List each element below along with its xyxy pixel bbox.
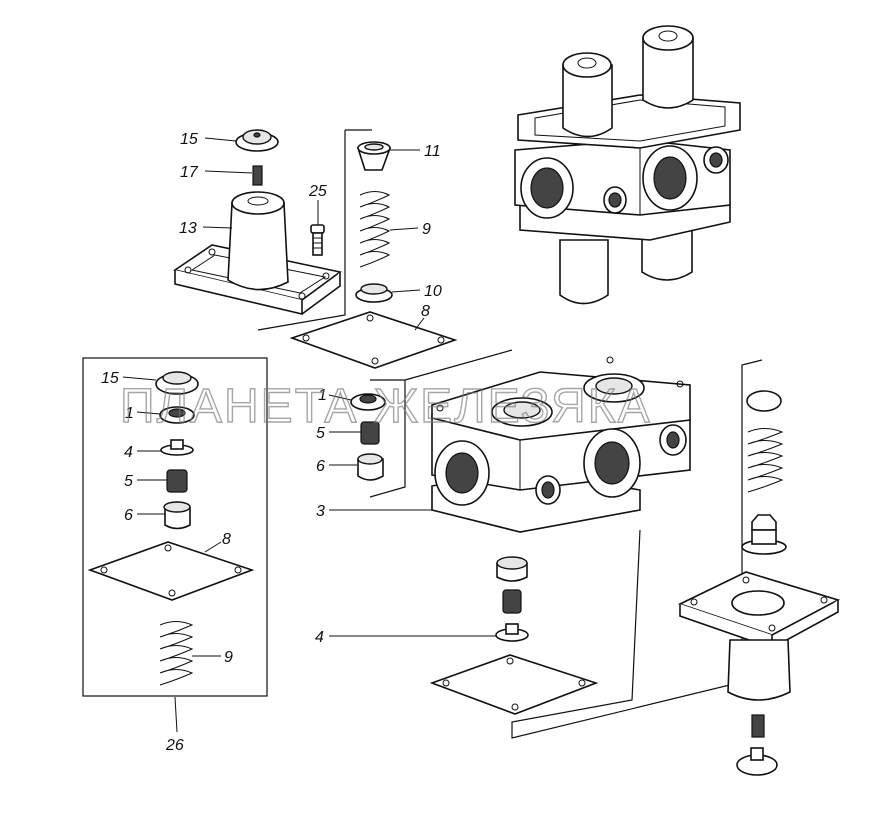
callout-15-top: 15 xyxy=(180,131,198,148)
part-spring-small-bottom xyxy=(502,589,522,614)
part-4-washer-left xyxy=(160,439,194,456)
callout-1-left: 1 xyxy=(125,405,134,422)
part-9-spring-top xyxy=(359,191,391,268)
kit-box-26 xyxy=(82,357,268,697)
callout-26: 26 xyxy=(165,737,184,754)
part-4-washer-bottom xyxy=(495,623,529,642)
part-15-cap-top xyxy=(235,129,279,152)
part-piston-bottom xyxy=(496,556,528,582)
callout-8-left: 8 xyxy=(222,531,231,548)
part-seal-right xyxy=(746,390,782,412)
callout-17: 17 xyxy=(180,164,199,181)
callout-3: 3 xyxy=(316,503,325,520)
part-spring-right xyxy=(747,428,784,493)
bracket-top-group xyxy=(257,129,372,331)
bracket-bottom-group xyxy=(511,359,763,739)
part-17-screw xyxy=(252,165,263,186)
part-6-valve-mid xyxy=(357,453,384,481)
callout-1-mid: 1 xyxy=(318,387,327,404)
callout-4-bottom: 4 xyxy=(315,629,324,646)
part-plunger-right xyxy=(741,514,787,555)
part-11-plunger xyxy=(356,141,392,171)
callout-13: 13 xyxy=(179,220,197,237)
gasket-bottom xyxy=(429,654,599,715)
part-5-spring-small-mid xyxy=(360,421,380,445)
part-cover-right xyxy=(677,571,841,701)
part-13-cover xyxy=(173,191,342,316)
part-8-gasket-left xyxy=(87,541,255,601)
part-15-cap-left xyxy=(155,371,199,395)
callout-8-mid: 8 xyxy=(421,303,430,320)
bracket-mid-group xyxy=(369,349,513,498)
callout-9-left: 9 xyxy=(224,649,233,666)
callout-6-left: 6 xyxy=(124,507,133,524)
part-8-gasket-mid xyxy=(289,311,458,369)
leader-lines xyxy=(122,137,496,733)
callout-5-left: 5 xyxy=(124,473,133,490)
callout-11: 11 xyxy=(424,143,441,160)
callout-25: 25 xyxy=(308,183,327,200)
part-5-spring-small-left xyxy=(166,469,188,493)
callout-6-mid: 6 xyxy=(316,458,325,475)
callout-15-left: 15 xyxy=(101,370,119,387)
callout-10: 10 xyxy=(424,283,442,300)
assembled-valve-illustration xyxy=(514,25,741,305)
part-25-bolt xyxy=(310,224,325,256)
callout-5-mid: 5 xyxy=(316,425,325,442)
part-10-seat xyxy=(355,283,393,303)
callout-4-left: 4 xyxy=(124,444,133,461)
watermark-text: ПЛАНЕТА ЖЕЛЕЗЯКА xyxy=(120,380,652,433)
callout-9-top: 9 xyxy=(422,221,431,238)
part-screw-right xyxy=(751,714,765,738)
part-1-seal-mid xyxy=(350,393,386,411)
part-9-spring-left xyxy=(159,621,194,686)
part-6-valve-left xyxy=(163,501,191,530)
part-3-valve-body xyxy=(431,356,691,533)
part-cap-right xyxy=(736,747,778,776)
part-1-seal-left xyxy=(159,406,195,424)
